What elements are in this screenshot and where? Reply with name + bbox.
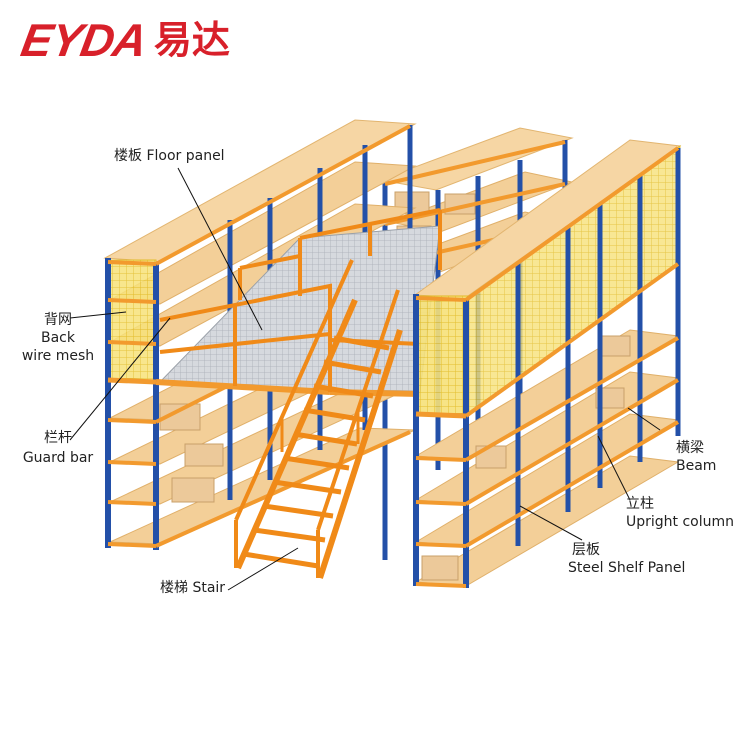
label-upright-cn: 立柱 — [626, 496, 654, 512]
leader-lines — [69, 167, 661, 591]
label-beam-en: Beam — [676, 458, 717, 474]
label-back-mesh-en1: Back — [41, 330, 75, 346]
label-shelf-cn: 层板 — [572, 542, 600, 558]
stair — [234, 259, 403, 579]
label-guard-en: Guard bar — [22, 450, 94, 466]
brand-logo: EYDA易达 — [17, 14, 230, 66]
brand-chinese: 易达 — [153, 18, 230, 62]
label-beam-cn: 横梁 — [676, 440, 704, 456]
label-guard-cn: 栏杆 — [44, 430, 72, 446]
label-shelf-en: Steel Shelf Panel — [568, 560, 686, 576]
label-floor-panel: 楼板 Floor panel — [114, 148, 225, 164]
label-back-mesh-en2: wire mesh — [21, 348, 95, 364]
label-upright-en: Upright column — [626, 514, 735, 530]
guard-rail — [159, 208, 442, 392]
label-back-mesh-cn: 背网 — [44, 312, 72, 328]
label-stair: 楼梯 Stair — [160, 580, 226, 596]
brand-latin: EYDA — [17, 14, 151, 66]
